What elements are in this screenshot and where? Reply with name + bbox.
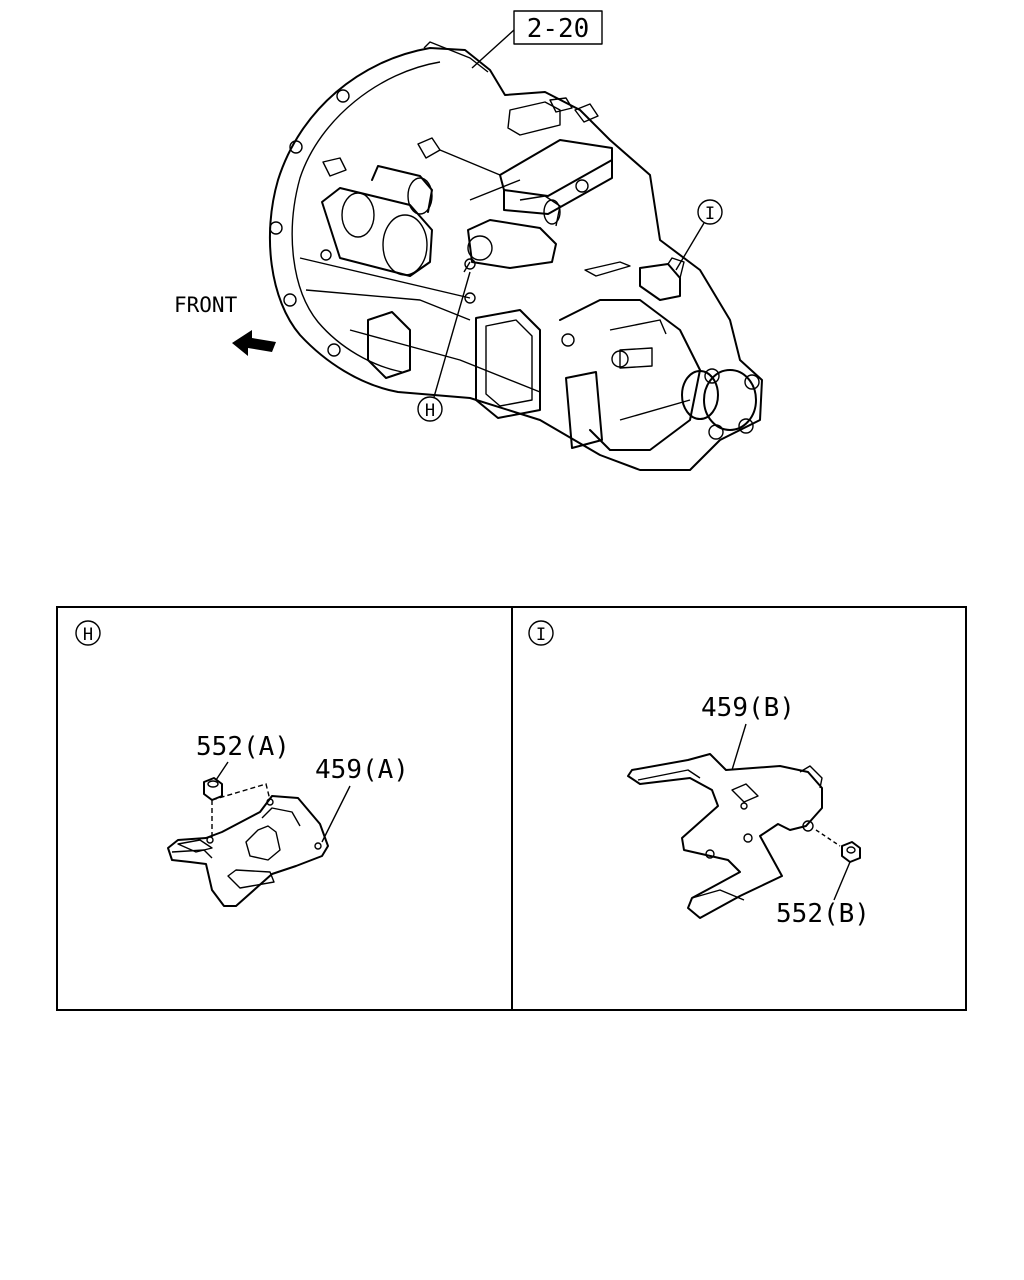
page-reference-callout: 2-20 bbox=[471, 10, 603, 69]
detail-h: H 552(A) 459(A) bbox=[75, 620, 409, 907]
front-arrow-icon bbox=[232, 330, 276, 356]
callout-h-letter: H bbox=[425, 401, 435, 421]
page-reference-leader bbox=[471, 29, 515, 69]
callout-i-letter: I bbox=[705, 204, 715, 224]
detail-h-marker-circle bbox=[75, 620, 101, 646]
detail-i-bracket-leader bbox=[731, 723, 747, 771]
bracket-459a-drawing bbox=[167, 783, 329, 907]
callout-h: H bbox=[417, 271, 471, 422]
callout-i-leader bbox=[675, 222, 705, 271]
detail-i-nut-leader bbox=[833, 861, 851, 901]
detail-i-nut-label: 552(B) bbox=[776, 899, 870, 929]
detail-h-nut-leader bbox=[215, 761, 229, 781]
transmission-illustration bbox=[268, 41, 763, 471]
detail-h-bracket-label: 459(A) bbox=[315, 755, 409, 785]
bracket-459b-drawing bbox=[627, 753, 823, 919]
detail-h-bracket-leader bbox=[321, 785, 351, 843]
nut-552b-icon bbox=[841, 841, 861, 863]
detail-i-marker-circle bbox=[528, 620, 554, 646]
detail-i-bracket-label: 459(B) bbox=[701, 693, 795, 723]
page-reference-label: 2-20 bbox=[527, 14, 590, 44]
callout-i: I bbox=[675, 199, 723, 271]
nut-552a-icon bbox=[203, 777, 223, 801]
detail-h-nut-label: 552(A) bbox=[196, 732, 290, 762]
callout-h-leader bbox=[433, 271, 471, 398]
detail-i-assembly-line bbox=[815, 829, 841, 847]
detail-i: I 459(B) 552(B) bbox=[528, 620, 870, 929]
front-label: FRONT bbox=[174, 293, 238, 317]
detail-i-marker: I bbox=[536, 625, 546, 645]
detail-h-marker: H bbox=[83, 625, 93, 645]
